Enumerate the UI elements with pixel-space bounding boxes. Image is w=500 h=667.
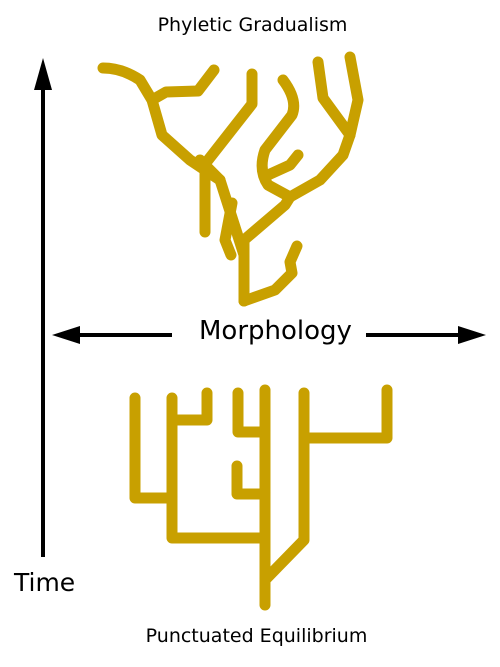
gradualism-bottom-twig [238, 240, 303, 307]
punctuated-equilibrium-tree [129, 384, 393, 611]
punctuated-right-branch [259, 387, 310, 586]
morphology-axis-label: Morphology [195, 316, 356, 346]
time-axis-label: Time [14, 568, 76, 597]
morphology-axis-left-arrowhead [52, 326, 80, 344]
gradualism-mid-branch [238, 74, 300, 261]
punctuated-equilibrium-title: Punctuated Equilibrium [145, 625, 368, 647]
gradualism-center-branch [199, 68, 258, 238]
phyletic-gradualism-title: Phyletic Gradualism [157, 14, 348, 36]
punctuated-right-twig [298, 384, 393, 444]
punctuated-left-inner [166, 387, 213, 426]
gradualism-far-right-twig [344, 51, 364, 141]
gradualism-left-branch [97, 62, 226, 186]
time-axis-arrowhead [34, 58, 52, 90]
gradualism-mid-twig [262, 149, 304, 181]
punctuated-left-branch [129, 392, 178, 504]
phyletic-gradualism-tree [97, 51, 364, 307]
punctuated-center-twig-b [231, 460, 271, 500]
punctuated-center-twig-a [232, 387, 271, 438]
gradualism-small-twig [219, 197, 238, 261]
morphology-axis-right-arrowhead [458, 326, 486, 344]
gradualism-right-branch [284, 56, 356, 203]
gradualism-left-twig [146, 64, 220, 106]
